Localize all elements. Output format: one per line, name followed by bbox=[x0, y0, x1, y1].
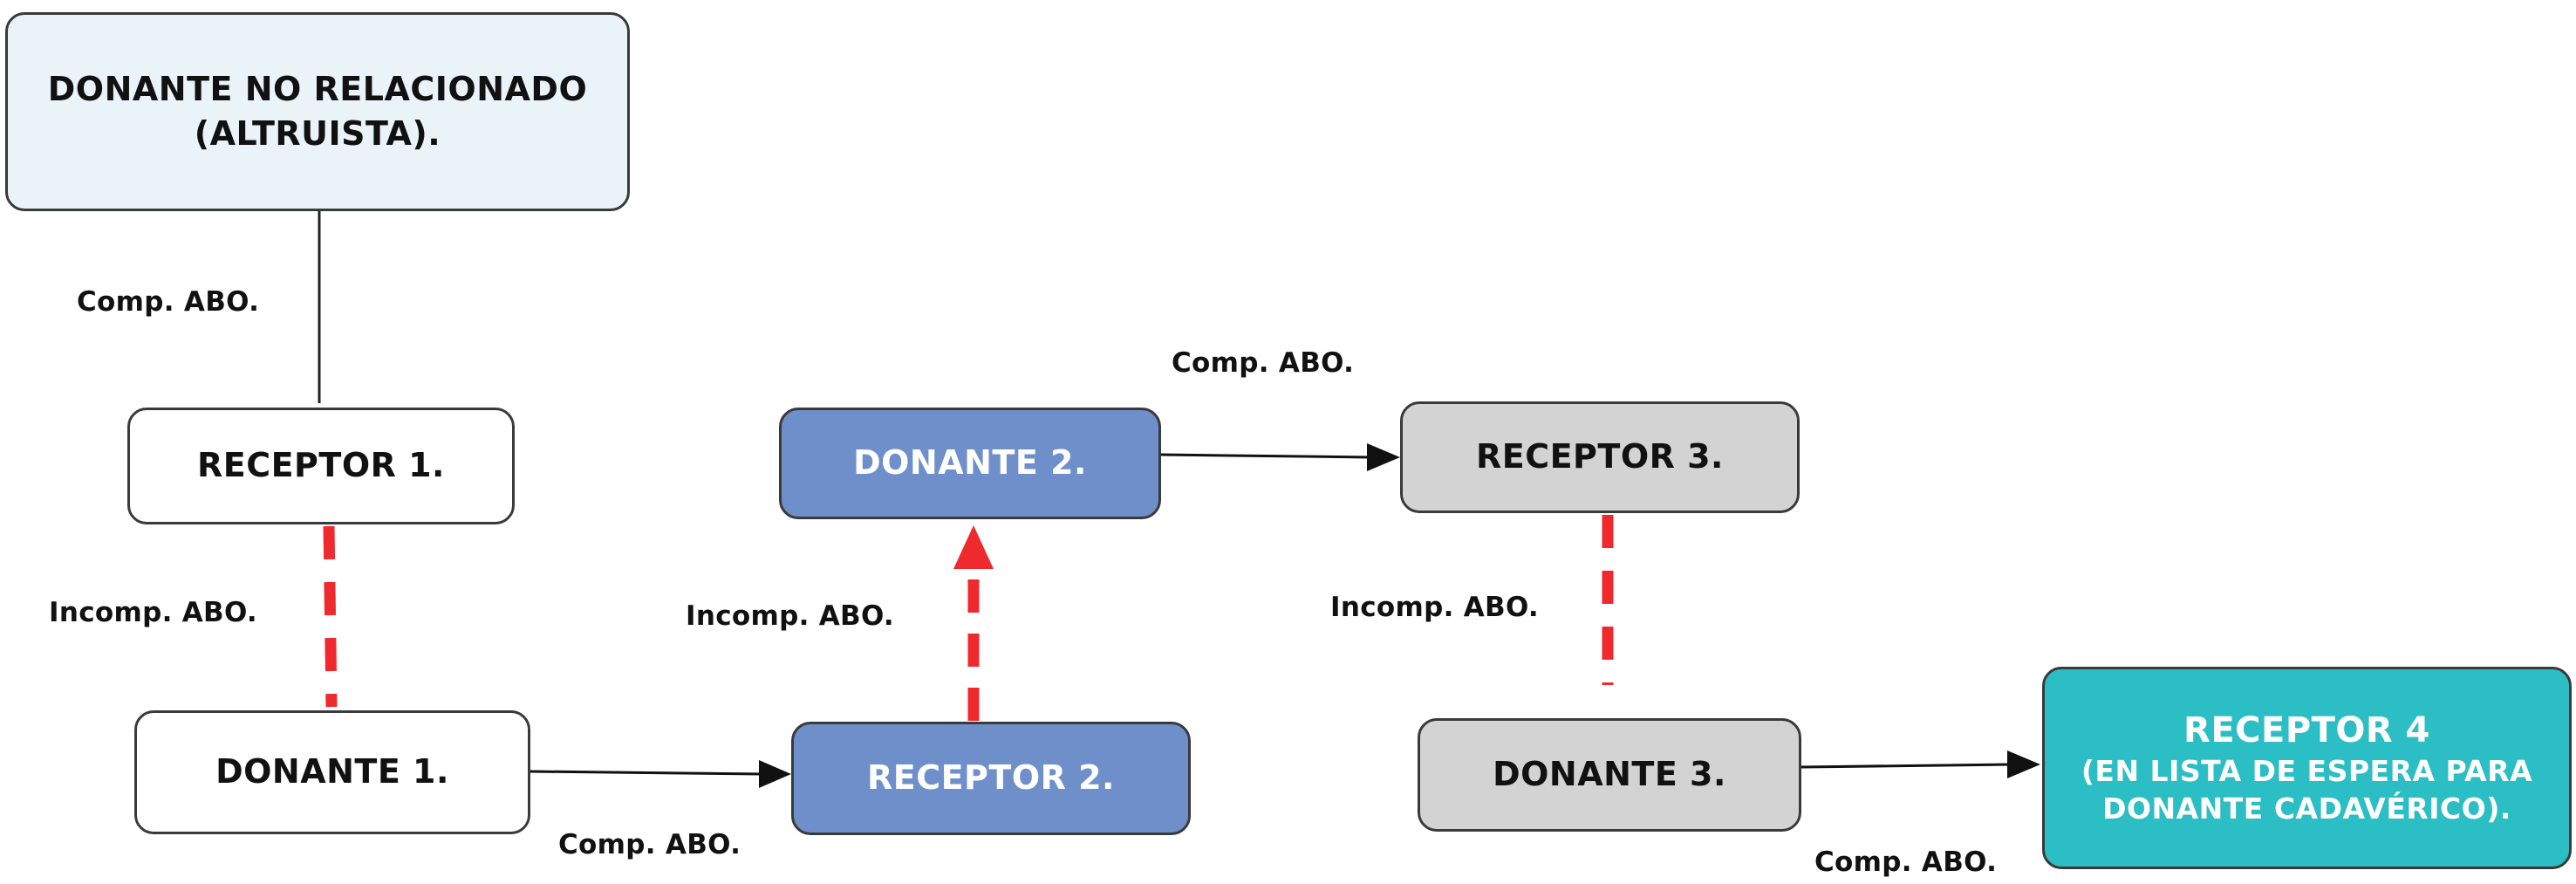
edge-label-incomp-abo: Incomp. ABO. bbox=[49, 597, 258, 628]
edge-label-comp-abo: Comp. ABO. bbox=[77, 286, 260, 318]
node-donante-no-relacionado: DONANTE NO RELACIONADO (ALTRUISTA). bbox=[5, 12, 630, 211]
node-label: DONANTE 1. bbox=[215, 752, 449, 791]
node-donante-1: DONANTE 1. bbox=[134, 710, 530, 834]
edge-label-incomp-abo: Incomp. ABO. bbox=[1330, 592, 1540, 623]
connector-donante-2-to-receptor-3 bbox=[1160, 453, 1370, 459]
node-label-line: DONANTE NO RELACIONADO bbox=[47, 69, 588, 108]
node-receptor-4: RECEPTOR 4 (EN LISTA DE ESPERA PARA DONA… bbox=[2042, 667, 2572, 869]
arrowhead-donante-1-to-receptor-2 bbox=[759, 760, 791, 788]
node-label: RECEPTOR 3. bbox=[1475, 437, 1724, 476]
node-receptor-3: RECEPTOR 3. bbox=[1400, 401, 1800, 513]
edge-label-comp-abo: Comp. ABO. bbox=[1814, 846, 1998, 878]
node-label: RECEPTOR 2. bbox=[866, 758, 1115, 798]
arrowhead-receptor-2-to-donante-2 bbox=[953, 525, 994, 569]
edge-label-comp-abo: Comp. ABO. bbox=[1172, 347, 1355, 379]
node-label: RECEPTOR 1. bbox=[196, 446, 445, 485]
node-receptor-2: RECEPTOR 2. bbox=[791, 722, 1191, 835]
node-label: DONANTE 2. bbox=[853, 443, 1087, 483]
arrowhead-donante-3-to-receptor-4 bbox=[2007, 750, 2040, 778]
node-receptor-1: RECEPTOR 1. bbox=[127, 408, 515, 524]
node-donante-2: DONANTE 2. bbox=[779, 408, 1161, 519]
node-label: DONANTE 3. bbox=[1493, 755, 1726, 794]
arrowhead-donante-2-to-receptor-3 bbox=[1367, 443, 1400, 471]
node-label-line: (ALTRUISTA). bbox=[194, 114, 441, 153]
node-label-line: (EN LISTA DE ESPERA PARA bbox=[2081, 754, 2533, 789]
edge-label-comp-abo: Comp. ABO. bbox=[558, 829, 741, 860]
connector-receptor-1-incomp-donante-1 bbox=[323, 525, 338, 708]
connector-donante-1-to-receptor-2 bbox=[530, 770, 763, 776]
node-donante-3: DONANTE 3. bbox=[1418, 718, 1801, 832]
edge-label-incomp-abo: Incomp. ABO. bbox=[686, 600, 895, 632]
node-label-line: RECEPTOR 4 bbox=[2183, 710, 2430, 751]
connector-donante-3-to-receptor-4 bbox=[1800, 763, 2012, 769]
node-label-line: DONANTE CADAVÉRICO). bbox=[2102, 791, 2511, 826]
